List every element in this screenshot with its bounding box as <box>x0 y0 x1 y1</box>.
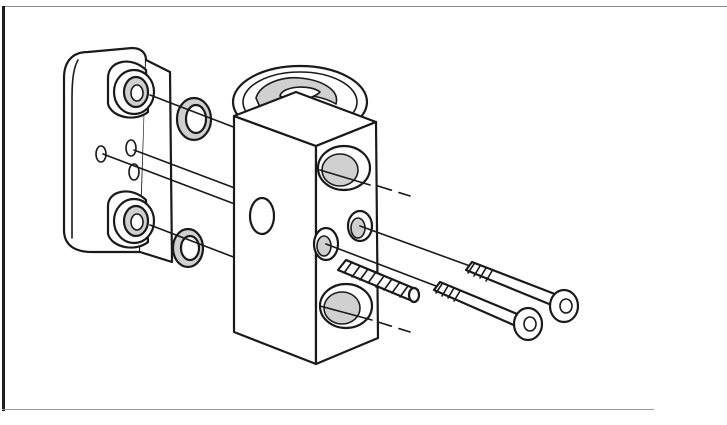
stud <box>336 258 421 304</box>
bolt-lower <box>432 280 544 342</box>
mounting-flange <box>62 46 174 264</box>
frame-top-border <box>2 6 727 7</box>
frame-left-border <box>2 6 5 411</box>
frame-bottom-border <box>2 409 654 410</box>
alignment-lines-left <box>102 94 241 259</box>
upper-o-ring <box>175 96 213 142</box>
bolt-upper <box>464 260 580 324</box>
alignment-lines-right <box>319 169 471 333</box>
expansion-valve-block <box>231 64 380 366</box>
